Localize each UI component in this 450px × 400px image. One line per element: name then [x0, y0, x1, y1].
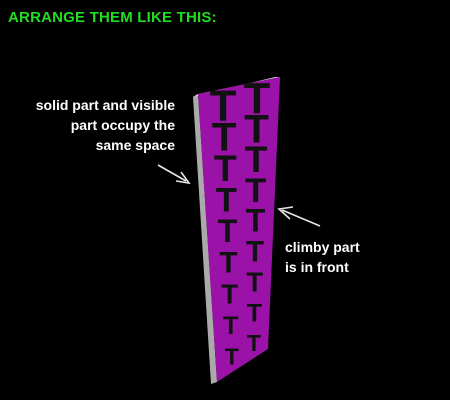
ladder-side-face: [193, 94, 217, 384]
solid-part-annotation: solid part and visible part occupy the s…: [36, 95, 175, 155]
arrow-to-solid-part: [157, 164, 191, 185]
ladder-glyph: T: [247, 299, 263, 327]
ladder-glyph: T: [247, 330, 261, 356]
ladder-front-face: [198, 77, 280, 382]
ladder-glyph: T: [246, 203, 266, 239]
arrow-to-climby-part: [277, 206, 321, 227]
ladder-glyph: T: [212, 115, 237, 160]
ladder-glyph: T: [244, 106, 269, 151]
ladder-glyph: T: [245, 172, 266, 210]
ladder-glyph: T: [223, 312, 239, 340]
ladder-glyph: T: [219, 247, 237, 280]
climby-annotation-line: climby part: [285, 239, 360, 255]
ladder-glyph: T: [244, 75, 271, 123]
ladder-glyph: T: [214, 147, 237, 189]
ladder-glyph: T: [246, 266, 263, 297]
ladder-glyph: T: [245, 138, 268, 180]
ladder-glyph: T: [216, 182, 237, 220]
ladder-glyph: T: [221, 278, 238, 309]
climby-annotation-line: is in front: [285, 259, 349, 275]
ladder-glyph: T: [246, 236, 264, 269]
climby-part-annotation: climby part is in front: [285, 237, 360, 277]
ladder-glyph: T: [225, 344, 239, 370]
instruction-title: ARRANGE THEM LIKE THIS:: [8, 9, 217, 26]
solid-annotation-line: same space: [95, 137, 175, 153]
ladder-glyph: T: [218, 213, 238, 249]
solid-annotation-line: solid part and visible: [35, 97, 175, 113]
ladder-glyph: T: [210, 82, 237, 130]
solid-annotation-line: part occupy the: [70, 117, 175, 133]
